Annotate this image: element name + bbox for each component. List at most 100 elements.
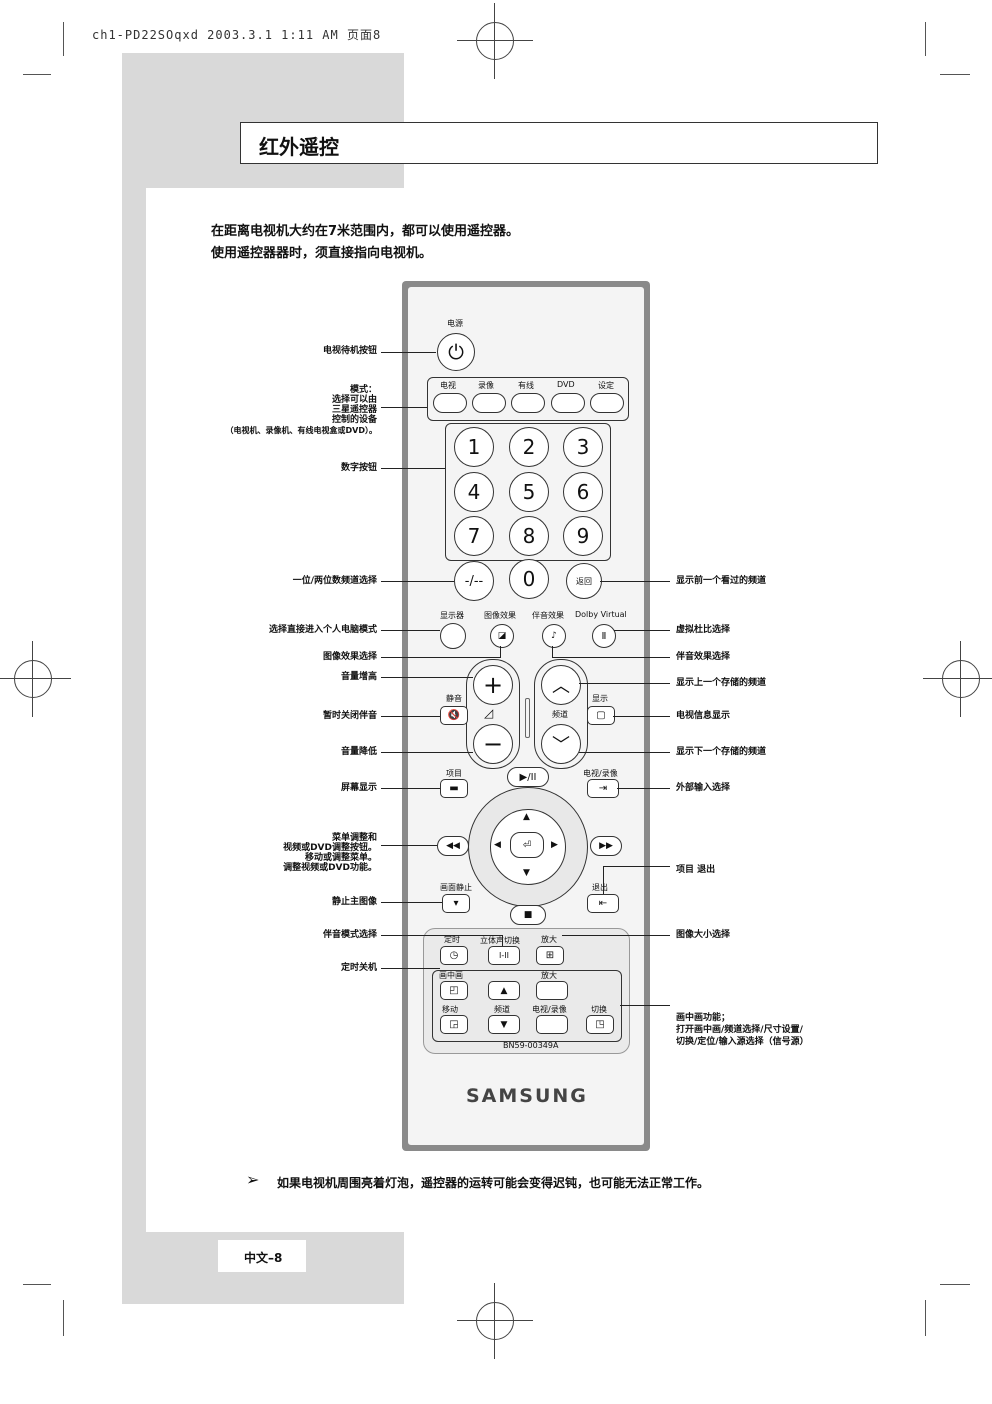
leader-line [381, 902, 442, 903]
mode-set-button[interactable] [590, 393, 624, 413]
callout-sound-effect: 伴音效果选择 [676, 652, 731, 662]
fast-forward-button[interactable]: ▶▶ [590, 836, 622, 856]
section-title-box: 红外遥控 [240, 122, 878, 164]
crop-mark [940, 74, 970, 75]
exit-button[interactable]: ⇤ [587, 894, 619, 913]
stop-button[interactable]: ■ [510, 905, 546, 925]
mode-label-set: 设定 [598, 381, 614, 390]
dash-button[interactable]: -/-- [454, 561, 494, 601]
mode-panel [427, 377, 629, 421]
item-button[interactable]: ▬ [440, 779, 468, 798]
callout-dolby: 虚拟杜比选择 [676, 625, 731, 635]
picture-effect-button[interactable]: ◪ [490, 624, 514, 648]
leader-line [562, 935, 670, 936]
still-label: 画面静止 [440, 883, 472, 892]
sleep-button[interactable]: ◷ [440, 946, 468, 965]
leader-line [381, 935, 503, 936]
leader-line [613, 716, 670, 717]
intro-line-1: 在距离电视机大约在7米范围内，都可以使用遥控器。 [211, 224, 520, 239]
power-button[interactable]: ⏻ [437, 333, 475, 371]
channel-up-button[interactable]: ︿ [541, 665, 581, 705]
crop-mark [23, 74, 51, 75]
sound-effect-button[interactable]: ♪ [542, 624, 566, 648]
mode-tv-button[interactable] [433, 393, 467, 413]
leader-line [381, 968, 440, 969]
leader-line [381, 788, 440, 789]
dpad-down-icon[interactable]: ▼ [523, 868, 530, 878]
play-pause-button[interactable]: ▶/II [507, 767, 549, 787]
mode-label-dvd: DVD [557, 380, 575, 389]
digit-5-button[interactable]: 5 [509, 472, 549, 512]
model-number: BN59-00349A [503, 1041, 559, 1050]
info-button[interactable]: ▢ [587, 706, 615, 725]
stereo-label: 立体声切换 [480, 936, 520, 945]
size-button[interactable]: ⊞ [536, 946, 564, 965]
callout-sound-mode: 伴音模式选择 [322, 930, 377, 940]
digit-1-button[interactable]: 1 [454, 427, 494, 467]
pip-size-button[interactable] [536, 981, 568, 1000]
stereo-button[interactable]: I-II [488, 946, 520, 965]
channel-down-button[interactable]: ﹀ [541, 724, 581, 764]
pip-move-button[interactable]: ◲ [440, 1015, 468, 1034]
digit-8-button[interactable]: 8 [509, 516, 549, 556]
callout-pip-2: 打开画中画/频道选择/尺寸设置/ [676, 1025, 803, 1035]
mode-cable-button[interactable] [511, 393, 545, 413]
dolby-virtual-button[interactable]: Ⅱ [592, 624, 616, 648]
pip-source-button[interactable] [536, 1015, 568, 1034]
digit-9-button[interactable]: 9 [563, 516, 603, 556]
callout-menu-3: 移动或调整菜单。 [304, 853, 377, 863]
leader-line [614, 630, 670, 631]
move-label: 移动 [442, 1005, 458, 1014]
mode-dvd-button[interactable] [551, 393, 585, 413]
note-text: 如果电视机周围亮着灯泡，遥控器的运转可能会变得迟钝，也可能无法正常工作。 [277, 1176, 710, 1190]
display-label: 显示 [592, 694, 608, 703]
crop-mark [925, 1300, 926, 1336]
leader-line [381, 407, 427, 408]
callout-mode-3: 三星遥控器 [331, 405, 377, 415]
callout-exit: 项目 退出 [676, 865, 716, 875]
zoom2-label: 放大 [541, 971, 557, 980]
dpad-right-icon[interactable]: ▶ [551, 840, 558, 850]
callout-mode-5: （电视机、录像机、有线电视盒或DVD）。 [225, 426, 377, 435]
pip-up-button[interactable]: ▲ [488, 981, 520, 1000]
callout-vol-up: 音量增高 [340, 672, 377, 682]
registration-mark [0, 641, 71, 717]
pc-button[interactable] [440, 623, 466, 649]
digit-0-button[interactable]: 0 [509, 559, 549, 599]
pip-down-button[interactable]: ▼ [488, 1015, 520, 1034]
mute-button[interactable]: 🔇 [440, 706, 468, 725]
pip-button[interactable]: ◰ [440, 981, 468, 1000]
callout-mode-4: 控制的设备 [331, 415, 377, 425]
leader-line [502, 935, 503, 946]
mode-vcr-button[interactable] [472, 393, 506, 413]
gray-left-strip [122, 53, 146, 1304]
leader-line [600, 581, 670, 582]
dpad-left-icon[interactable]: ◀ [494, 840, 501, 850]
callout-digits: 数字按钮 [340, 463, 377, 473]
digit-3-button[interactable]: 3 [563, 427, 603, 467]
volume-up-button[interactable]: + [473, 665, 513, 705]
registration-mark [457, 1283, 533, 1359]
brand-logo: SAMSUNG [466, 1085, 588, 1107]
digit-2-button[interactable]: 2 [509, 427, 549, 467]
row-label-picture-effect: 图像效果 [484, 611, 516, 620]
dpad-up-icon[interactable]: ▲ [523, 812, 530, 822]
leader-line [603, 866, 670, 867]
enter-button[interactable]: ⏎ [510, 832, 544, 858]
leader-line [381, 630, 440, 631]
digit-6-button[interactable]: 6 [563, 472, 603, 512]
source-button[interactable]: ⇥ [587, 779, 619, 798]
leader-line [552, 657, 670, 658]
mute-label: 静音 [446, 694, 462, 703]
tvvideo2-label: 电视/录像 [532, 1005, 567, 1014]
volume-down-button[interactable]: − [473, 724, 513, 764]
pip-label: 画中画 [439, 971, 463, 980]
still-button[interactable]: ▾ [442, 894, 470, 913]
leader-line [552, 646, 553, 657]
digit-4-button[interactable]: 4 [454, 472, 494, 512]
rewind-button[interactable]: ◀◀ [437, 836, 469, 856]
crop-mark [63, 22, 64, 56]
digit-7-button[interactable]: 7 [454, 516, 494, 556]
return-button[interactable]: 返回 [566, 563, 602, 599]
pip-swap-button[interactable]: ◳ [586, 1015, 614, 1034]
